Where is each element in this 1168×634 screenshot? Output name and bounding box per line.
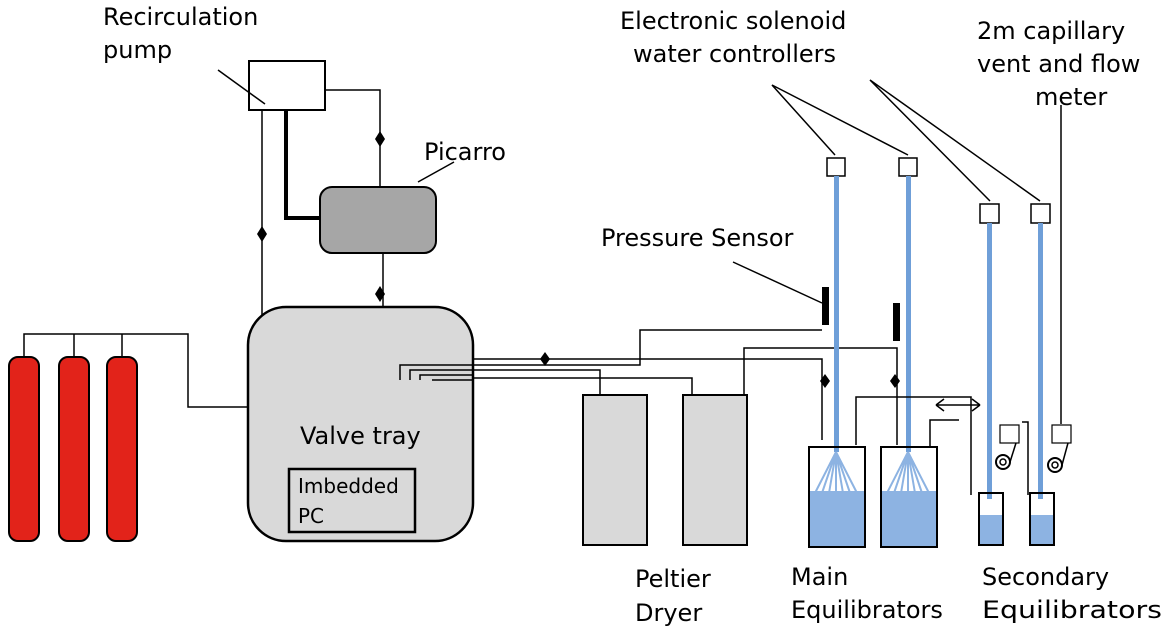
main-equilibrator-2	[880, 446, 938, 548]
check-valve-2	[257, 226, 267, 242]
pump-return-line	[325, 89, 381, 187]
label-recirculation-pump-2: pump	[103, 36, 172, 64]
recirc-pump-callout	[217, 69, 266, 105]
recirculation-pump	[248, 60, 326, 111]
pressure-sensor-2	[893, 303, 900, 341]
gas-cylinder-3	[106, 356, 138, 542]
label-capillary-3: meter	[1035, 83, 1107, 111]
capillary-vent-1	[979, 203, 1000, 224]
pressure-sensor-1	[822, 287, 829, 325]
tray-to-equilibrator-line-b	[473, 329, 822, 366]
label-peltier-1: Peltier	[635, 565, 711, 593]
label-picarro: Picarro	[424, 138, 506, 166]
check-valve-6	[890, 374, 900, 388]
tray-to-dryer-line-1	[473, 369, 601, 395]
label-secondary-2: Equilibrators	[982, 596, 1162, 624]
check-valve-3	[375, 286, 385, 302]
label-solenoid-2: water controllers	[633, 40, 836, 68]
main-equilibrator-1	[808, 446, 866, 548]
label-imbedded-pc-2: PC	[298, 504, 324, 528]
picarro-callout	[417, 161, 455, 183]
secondary-link-line-2	[929, 419, 1029, 495]
label-solenoid-1: Electronic solenoid	[620, 7, 846, 35]
check-valve-4	[540, 352, 550, 366]
label-recirculation-pump-1: Recirculation	[103, 3, 258, 31]
peltier-dryer-1	[582, 394, 648, 546]
gas-cylinder-2	[58, 356, 90, 542]
imbedded-pc	[287, 467, 417, 534]
tray-to-equilibrator-line-a	[473, 358, 823, 440]
label-peltier-2: Dryer	[635, 599, 702, 627]
water-lines	[834, 176, 1043, 499]
tray-internal-lines	[399, 364, 473, 381]
solenoid-controller-1	[826, 157, 846, 177]
label-main-1: Main	[791, 563, 848, 591]
secondary-equilibrator-2	[1029, 424, 1072, 546]
secondary-link-line-1	[855, 396, 972, 495]
label-pressure-sensor: Pressure Sensor	[601, 224, 794, 252]
label-capillary-2: vent and flow	[977, 50, 1140, 78]
capillary-callout	[869, 79, 1041, 202]
gas-cylinders	[8, 333, 274, 542]
tray-to-dryer-line-2	[473, 377, 693, 395]
pump-to-picarro-line	[284, 110, 320, 220]
check-valve-5	[820, 374, 830, 388]
solenoid-controller-2	[898, 157, 918, 177]
label-secondary-1: Secondary	[982, 563, 1109, 591]
solenoid-callout	[771, 84, 909, 156]
cylinder-manifold-line	[23, 333, 274, 408]
pressure-sensor-callout	[732, 261, 823, 304]
label-imbedded-pc-1: Imbedded	[298, 474, 399, 498]
peltier-dryer-2	[682, 394, 748, 546]
capillary-vent-2	[1030, 203, 1051, 224]
secondary-equilibrator-1	[978, 424, 1020, 546]
label-capillary-1: 2m capillary	[977, 17, 1125, 45]
label-valve-tray: Valve tray	[300, 422, 421, 450]
check-valve-1	[375, 131, 385, 147]
label-main-2: Equilibrators	[791, 596, 943, 624]
gas-cylinder-1	[8, 356, 40, 542]
double-arrow	[935, 398, 981, 412]
picarro-analyzer	[319, 186, 437, 254]
